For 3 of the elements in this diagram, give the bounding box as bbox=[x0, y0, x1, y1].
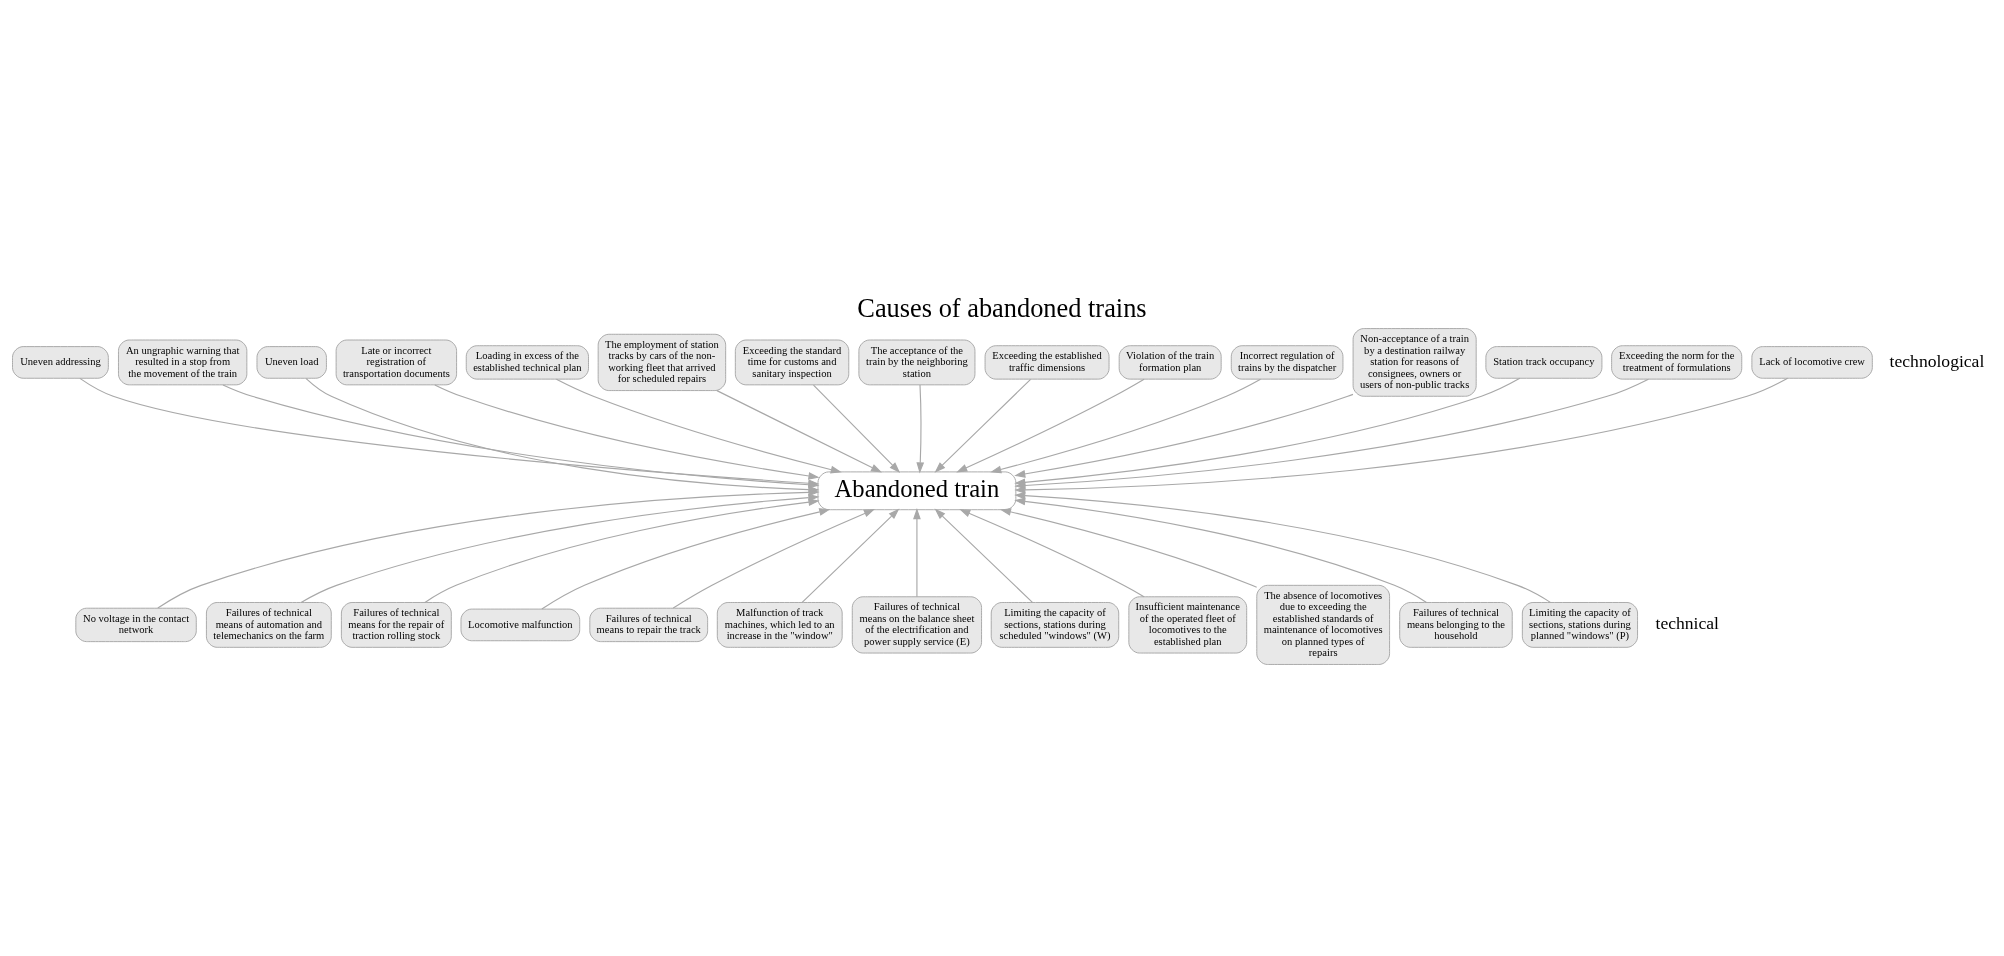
diagram-title: Causes of abandoned trains bbox=[857, 292, 1147, 323]
label: technical bbox=[1655, 612, 1719, 633]
label: technological bbox=[1889, 350, 1985, 371]
